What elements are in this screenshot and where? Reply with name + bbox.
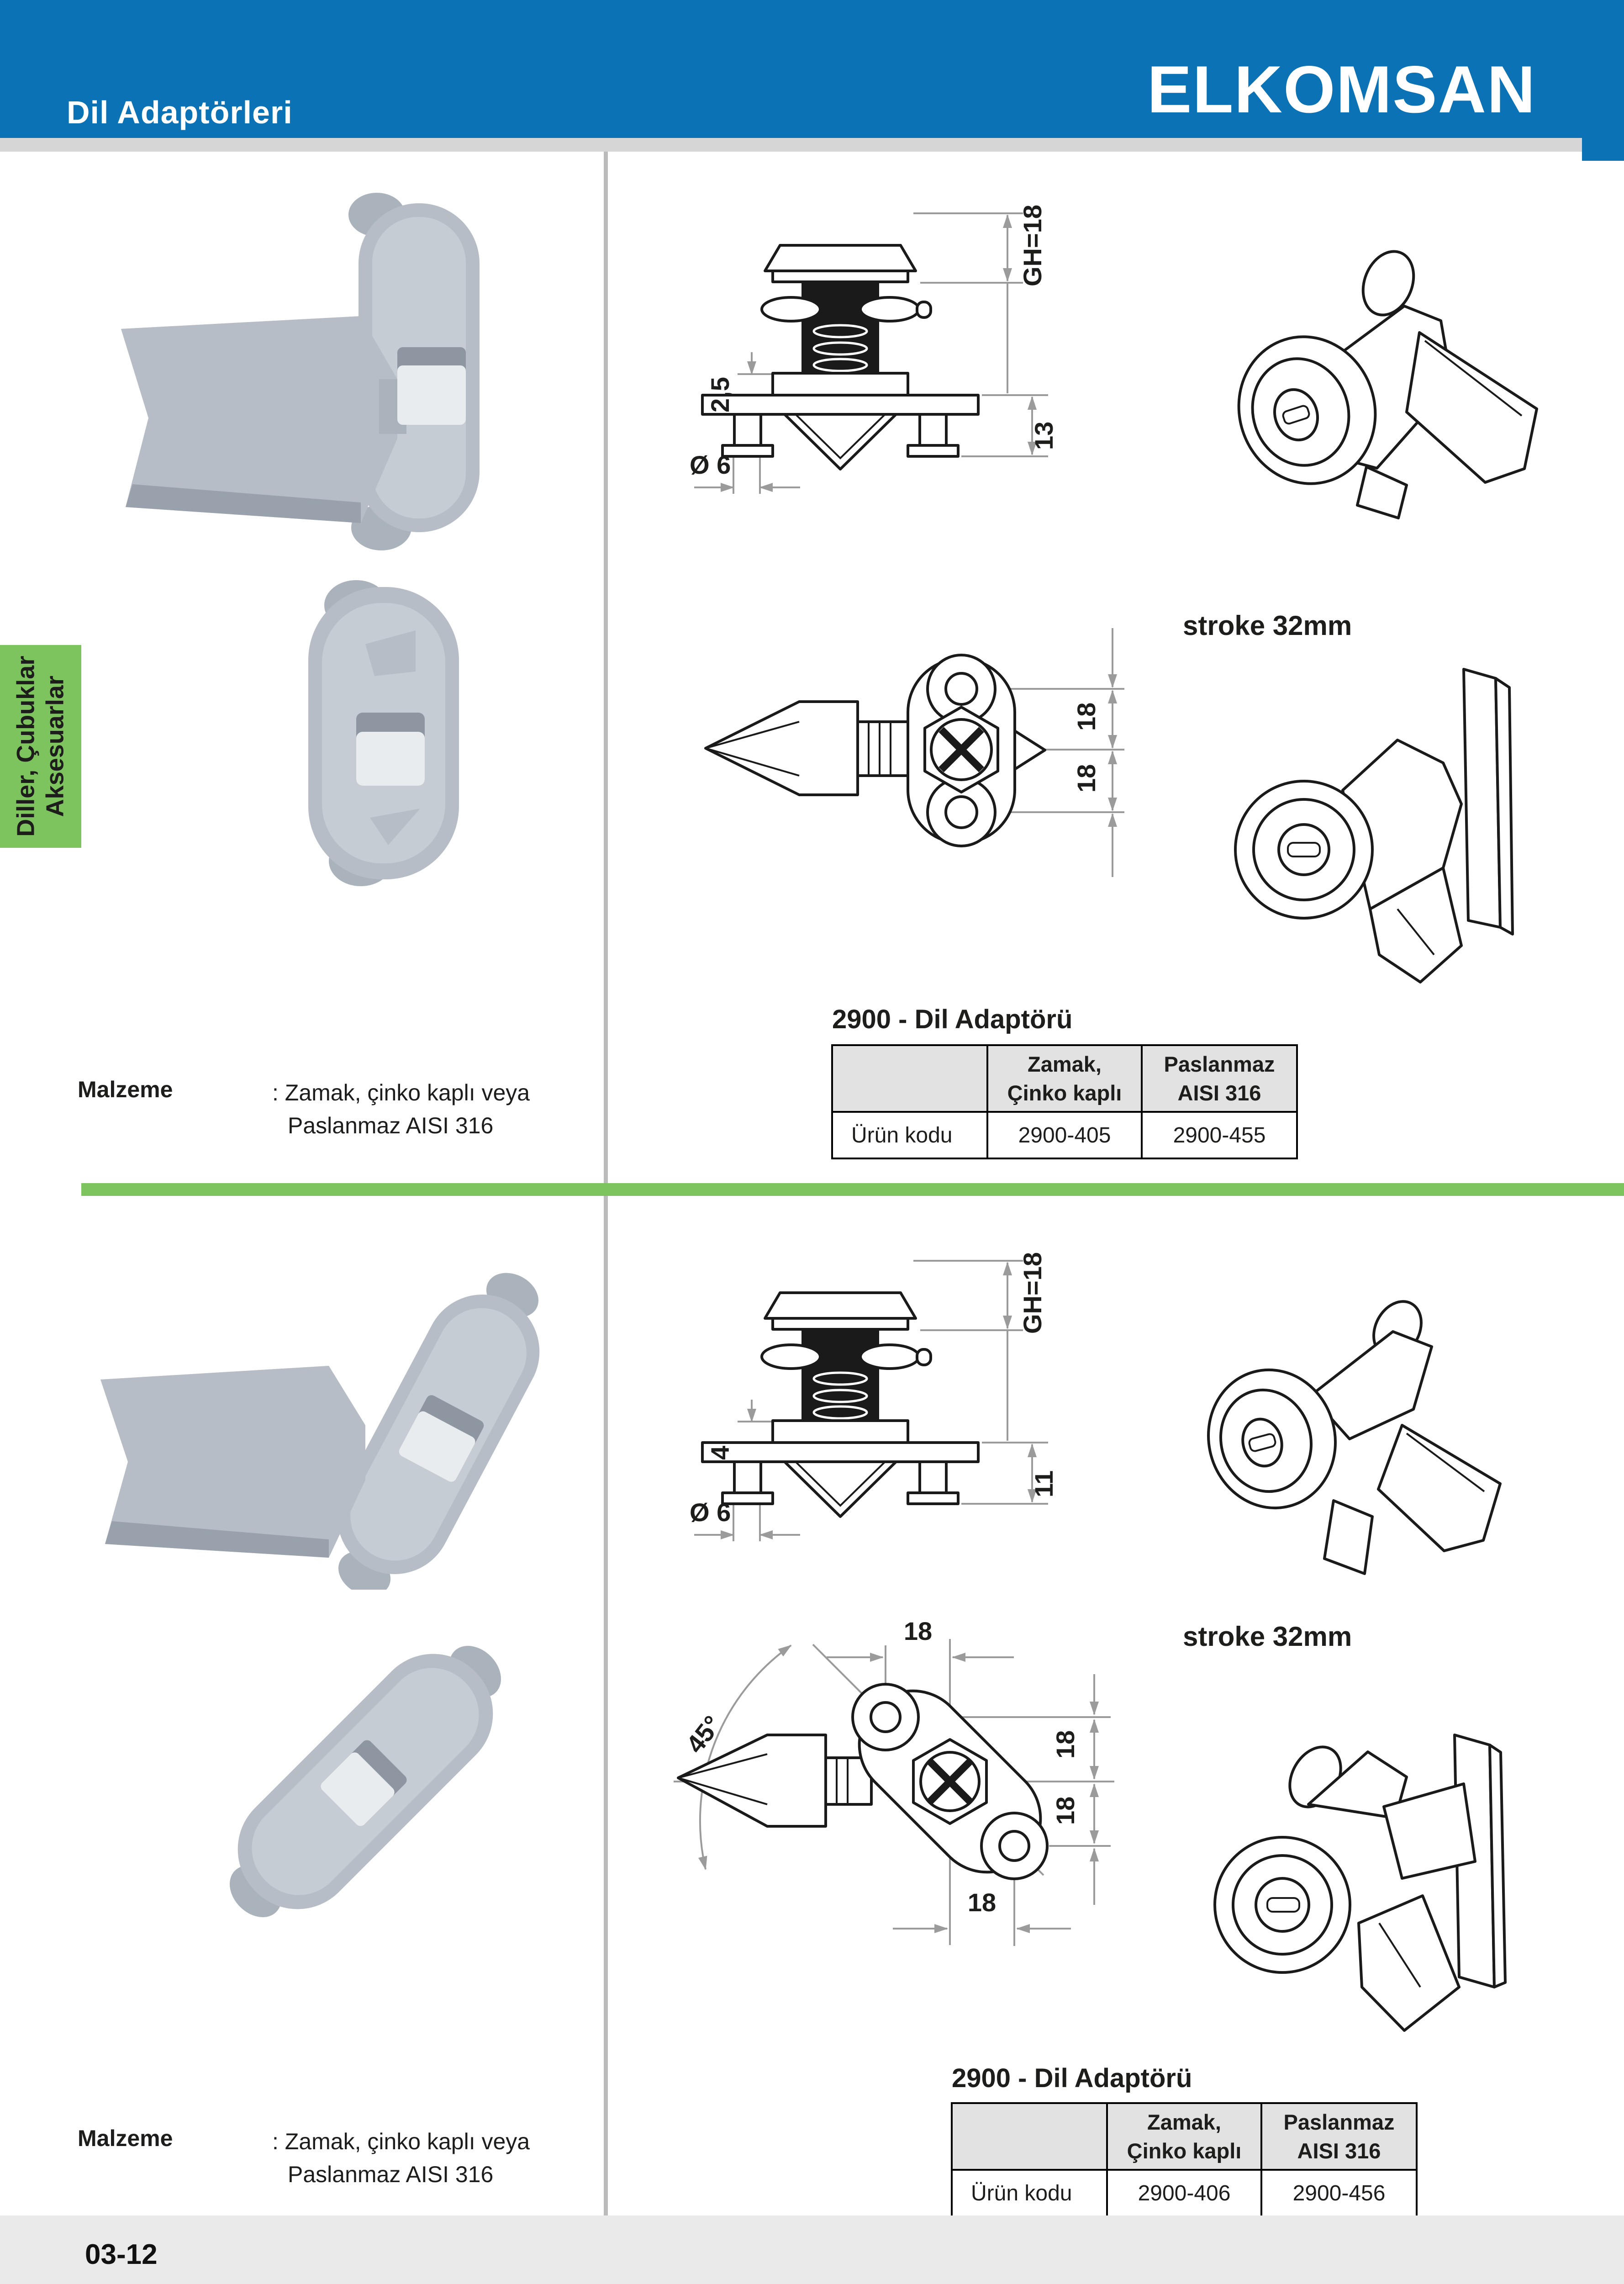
product-table-title: 2900 - Dil Adaptörü: [832, 1005, 1073, 1034]
lock-3d-view: [1237, 250, 1538, 519]
table-header-zamak: Zamak, Çinko kaplı: [986, 1044, 1143, 1113]
tech-drawing-3d-stroke-1: [1234, 668, 1514, 983]
product-table: Zamak, Çinko kaplı Paslanmaz AISI 316 Ür…: [831, 1044, 1298, 1159]
header-band: [0, 0, 1624, 138]
photo-angled-plate: [337, 1273, 540, 1590]
product-photo-adapter-plate: [308, 580, 459, 886]
adapter-rear-view: [704, 654, 1046, 847]
material-line2: Paslanmaz AISI 316: [288, 1113, 494, 1138]
tech-drawing-side-view-1: GH=18 2,5 13 Ø 6: [690, 205, 1055, 494]
stroke-length-label: stroke 32mm: [1183, 610, 1352, 641]
stroke-length-label: stroke 32mm: [1183, 1621, 1352, 1652]
tech-drawing-3d-view-1: [1237, 250, 1538, 519]
table-header-row: Zamak, Çinko kaplı Paslanmaz AISI 316: [951, 2102, 1418, 2171]
material-line1: : Zamak, çinko kaplı veya: [272, 2129, 530, 2154]
table-cell-row-label: Ürün kodu: [831, 1111, 988, 1159]
material-line1: : Zamak, çinko kaplı veya: [272, 1080, 530, 1105]
table-cell-code-zamak: 2900-406: [1106, 2169, 1262, 2217]
header-corner-tab: [1582, 0, 1624, 161]
adapter-45deg-view: [677, 1683, 1049, 1880]
dim-label-width-bottom: 18: [968, 1888, 996, 1917]
tech-drawing-45deg-view: 45° 18 18 18 18: [674, 1617, 1114, 1946]
table-header-row: Zamak, Çinko kaplı Paslanmaz AISI 316: [831, 1044, 1298, 1113]
product-table-title: 2900 - Dil Adaptörü: [952, 2063, 1192, 2093]
tech-drawing-3d-stroke-2: [1213, 1734, 1507, 2032]
section-divider: [81, 1183, 1624, 1196]
lock-3d-stroke-view: [1234, 668, 1514, 983]
table-header-paslanmaz: Paslanmaz AISI 316: [1260, 2102, 1418, 2171]
product-photo-adapter-45-with-tongue: [100, 1273, 540, 1590]
page-title: Dil Adaptörleri: [67, 95, 293, 130]
table-cell-row-label: Ürün kodu: [951, 2169, 1108, 2217]
lock-3d-view: [1207, 1300, 1502, 1575]
footer-band: 03-12: [0, 2215, 1624, 2284]
dim-label-gh: GH=18: [1018, 1252, 1047, 1334]
dim-label-ear-top: 18: [1051, 1730, 1080, 1759]
material-line2: Paslanmaz AISI 316: [288, 2162, 494, 2187]
dim-label-height: 13: [1029, 422, 1055, 450]
dim-label-diameter: Ø 6: [690, 450, 731, 479]
table-header-empty: [831, 1044, 988, 1113]
table-header-zamak: Zamak, Çinko kaplı: [1106, 2102, 1262, 2171]
sidebar-category-line2: Aksesuarlar: [41, 676, 69, 817]
photo-angled-plate: [230, 1646, 501, 1917]
material-value: : Zamak, çinko kaplı veya Paslanmaz AISI…: [272, 1076, 530, 1142]
material-label: Malzeme: [78, 2125, 173, 2151]
table-row: Ürün kodu 2900-406 2900-456: [951, 2169, 1418, 2217]
dim-label-height: 11: [1029, 1470, 1055, 1497]
page-number: 03-12: [85, 2239, 158, 2270]
dim-label-ear-bottom: 18: [1072, 764, 1101, 793]
dim-label-offset: 4: [706, 1446, 734, 1460]
product-photo-adapter-with-tongue: [121, 193, 480, 550]
dim-label-diameter: Ø 6: [690, 1498, 731, 1527]
lock-3d-stroke-view: [1213, 1734, 1507, 2032]
header-gray-bar: [0, 138, 1582, 152]
material-value: : Zamak, çinko kaplı veya Paslanmaz AISI…: [272, 2125, 530, 2191]
dim-label-width-top: 18: [904, 1617, 932, 1645]
dim-label-angle: 45°: [680, 1710, 727, 1759]
photo-tongue: [121, 316, 397, 523]
table-cell-code-paslanmaz: 2900-455: [1141, 1111, 1298, 1159]
table-header-empty: [951, 2102, 1108, 2171]
tech-drawing-rear-view-1: 18 18: [704, 628, 1124, 877]
dimension-lines: [694, 1260, 1048, 1541]
dim-label-offset: 2,5: [706, 377, 734, 412]
material-label: Malzeme: [78, 1077, 173, 1102]
lock-side-view: [701, 244, 980, 471]
dim-label-gh: GH=18: [1018, 205, 1047, 286]
sidebar-category-line1: Diller, Çubuklar: [12, 656, 40, 837]
product-photo-adapter-plate-45: [230, 1646, 501, 1917]
table-row: Ürün kodu 2900-405 2900-455: [831, 1111, 1298, 1159]
lock-side-view: [701, 1291, 980, 1518]
tech-drawing-3d-view-2: [1207, 1300, 1502, 1575]
table-cell-code-zamak: 2900-405: [986, 1111, 1143, 1159]
table-header-paslanmaz: Paslanmaz AISI 316: [1141, 1044, 1298, 1113]
table-cell-code-paslanmaz: 2900-456: [1260, 2169, 1418, 2217]
sidebar-category-tab: Diller, Çubuklar Aksesuarlar: [0, 645, 81, 848]
dim-label-ear-bottom: 18: [1051, 1797, 1080, 1825]
photo-tongue: [100, 1366, 365, 1558]
tech-drawing-side-view-2: GH=18 4 11 Ø 6: [690, 1252, 1055, 1541]
sidebar-category-label: Diller, Çubuklar Aksesuarlar: [11, 656, 69, 837]
dim-label-ear-top: 18: [1072, 703, 1101, 731]
brand-logo: ELKOMSAN: [1147, 52, 1536, 127]
product-table: Zamak, Çinko kaplı Paslanmaz AISI 316 Ür…: [951, 2102, 1418, 2217]
